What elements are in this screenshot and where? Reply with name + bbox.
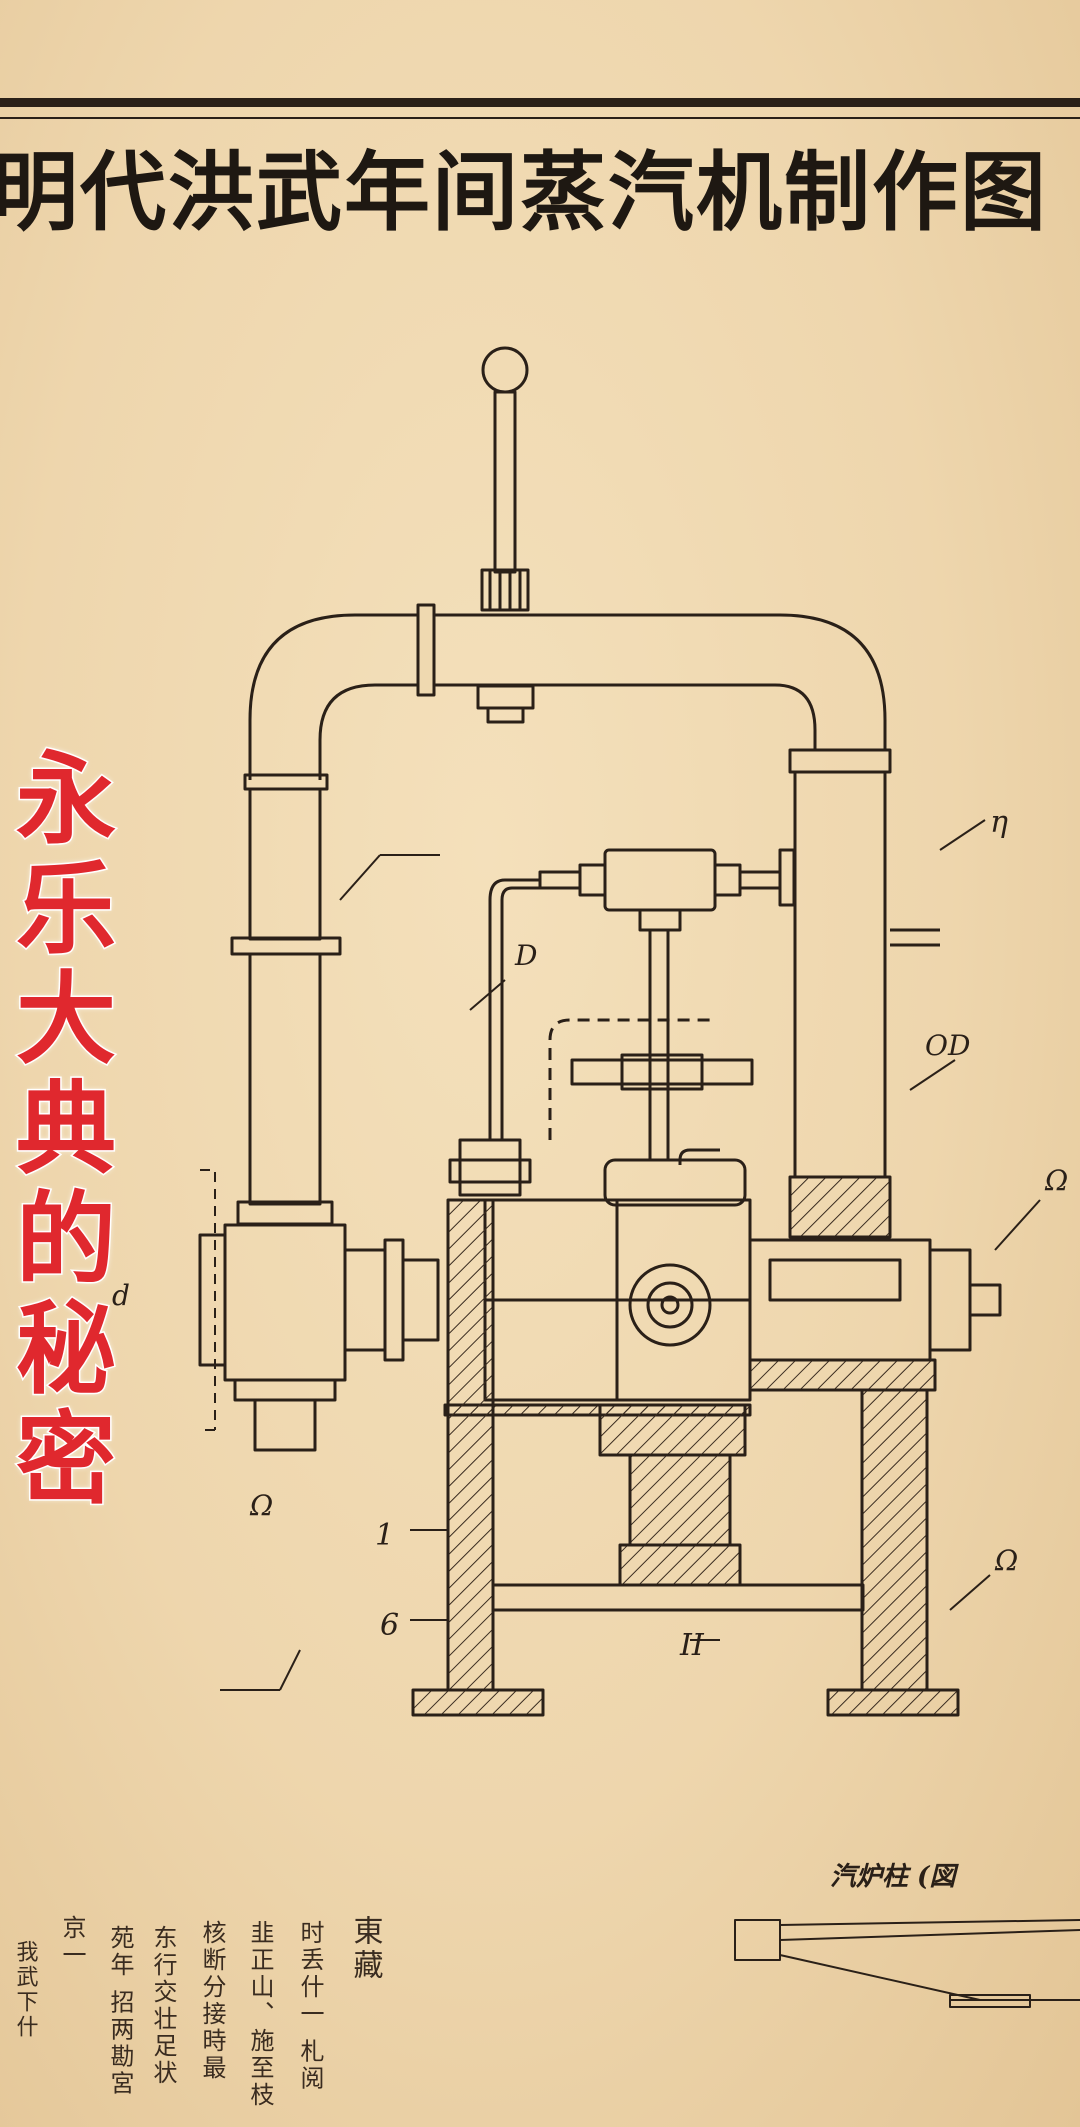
part-label: D (514, 939, 537, 972)
note-column: 东行交壮足状 (149, 1925, 177, 2087)
part-label: II (679, 1628, 705, 1663)
caption-char: 大 (15, 961, 118, 1078)
part-label: d (112, 1279, 130, 1312)
note-column: 東藏 (348, 1915, 383, 1983)
leader-lines (200, 819, 1041, 1691)
note-column: 我武下什 (13, 1940, 39, 2040)
part-label: 6 (380, 1608, 399, 1643)
part-label: 1 (375, 1518, 394, 1553)
part-label: Ω (994, 1544, 1018, 1577)
left-riser-pipe (198, 773, 440, 1452)
arch-pipe (248, 603, 887, 780)
note-column: 核断分接時最 (198, 1920, 226, 2082)
vertical-caption: 永 乐 大 典 的 秘 密 (6, 741, 126, 1518)
part-label: OD (925, 1029, 970, 1062)
valve-assembly (488, 848, 796, 1165)
frame-stand (411, 1198, 960, 1717)
note-column: 时丢什一 札阅 (296, 1920, 324, 2093)
cylinder-block (443, 1138, 1002, 1587)
note-column: 苑年 招两勘宮 (106, 1925, 134, 2098)
caption-char: 秘 (15, 1291, 118, 1408)
note-column: 京一 (58, 1915, 86, 1969)
part-label: Ω (1044, 1164, 1068, 1197)
caption-char: 典 (15, 1071, 118, 1188)
governor-ball (480, 346, 530, 612)
note-column: 韭正山、施至枝 (246, 1920, 274, 2109)
inset-label: 汽炉柱 (図 (830, 1862, 959, 1892)
caption-char: 永 (15, 741, 118, 858)
part-label: Ω (249, 1489, 273, 1522)
caption-char: 的 (15, 1181, 118, 1298)
top-rule (0, 98, 1080, 119)
handwritten-notes: 東藏 时丢什一 札阅 韭正山、施至枝 核断分接時最 东行交壮足状 苑年 招两勘宮… (13, 1915, 383, 2109)
part-label: η (990, 805, 1008, 840)
caption-char: 密 (15, 1401, 118, 1518)
right-riser-pipe (788, 748, 940, 1239)
part-labels: η D OD Ω Ω Ω 1 6 II d 汽炉柱 (図 (112, 805, 1068, 1892)
caption-char: 乐 (15, 851, 118, 968)
inset-drawing (734, 1919, 1080, 2008)
page-title: 明代洪武年间蒸汽机制作图 (0, 142, 1048, 243)
